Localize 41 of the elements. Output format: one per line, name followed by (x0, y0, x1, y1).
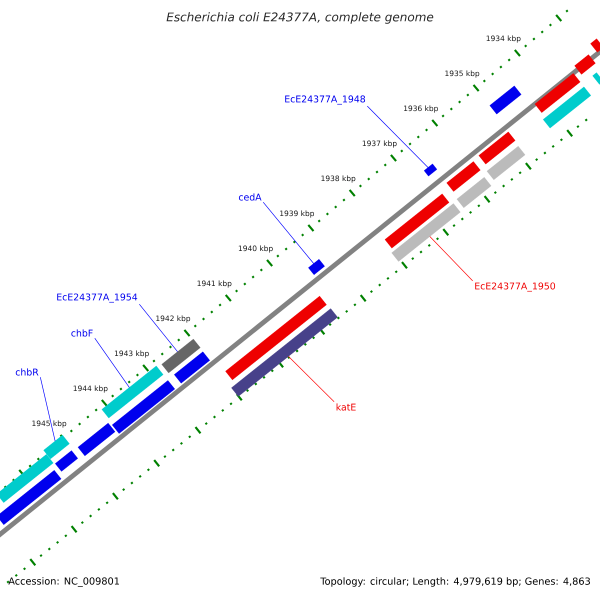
gene-bar (478, 132, 516, 164)
leader-line (430, 236, 474, 282)
gene-bar (112, 380, 175, 434)
leader-line (366, 106, 428, 168)
gene-label: EcE24377A_1948 (285, 95, 366, 105)
gene-bar (0, 470, 62, 525)
gene-bar (592, 72, 600, 85)
gene-bar (308, 259, 325, 275)
gene-bar (174, 352, 210, 384)
leader-line (138, 304, 178, 352)
gene-label: cedA (238, 193, 262, 201)
leader-line (40, 376, 56, 442)
gene-label: katE (336, 403, 356, 411)
gene-bar (486, 146, 526, 180)
footer-text: Accession: NC_009801 (8, 577, 119, 587)
title: Escherichia coli E24377A, complete genome (166, 12, 434, 24)
gene-bar (392, 203, 460, 262)
gene-bar (456, 177, 492, 208)
gene-bar (0, 454, 54, 503)
leader-line (262, 202, 314, 264)
gene-bar (490, 86, 522, 114)
gene-bar (231, 308, 338, 397)
gene-label: EcE24377A_1954 (57, 293, 138, 303)
leader-line (288, 356, 334, 402)
gene-bar (590, 38, 600, 52)
gene-bar (542, 86, 592, 128)
gene-bar (162, 338, 200, 374)
gene-label: chbR (16, 368, 38, 376)
gene-label: chbF (71, 329, 93, 337)
gene-bar (446, 161, 480, 192)
leader-line (94, 338, 130, 388)
gene-bar (55, 450, 78, 472)
gene-bar (384, 194, 450, 248)
gene-bar (225, 296, 327, 380)
gene-bar (574, 54, 596, 75)
gene-bar (78, 422, 116, 456)
gene-bar (43, 434, 70, 460)
gene-bar (424, 164, 438, 176)
gene-label: EcE24377A_1950 (475, 282, 556, 292)
footer-text: Topology: circular; Length: 4,979,619 bp; Genes: 4,863 (320, 577, 590, 587)
gene-bar (534, 73, 580, 113)
